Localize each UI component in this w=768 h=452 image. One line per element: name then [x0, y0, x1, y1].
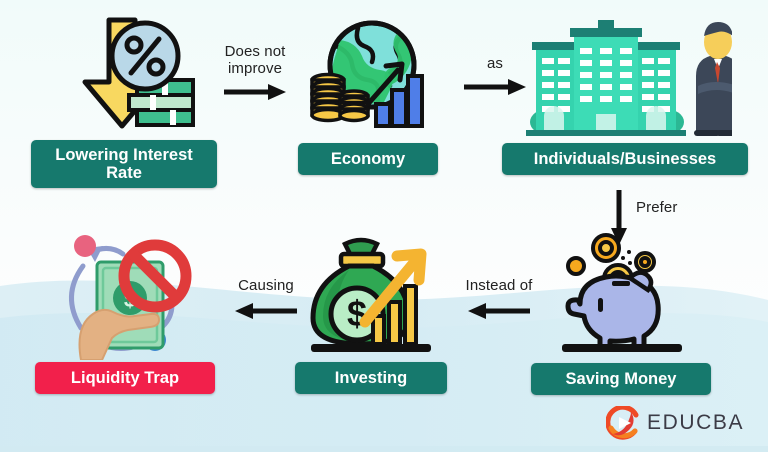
node-liquidity-trap[interactable]: $ Liquidity Trap [32, 228, 218, 394]
svg-text:$: $ [347, 293, 367, 334]
node-label: Investing [295, 362, 447, 394]
money-bag-growth-chart-icon: $ [301, 230, 441, 360]
arrow-left-icon [468, 302, 530, 319]
connector-lowering-to-economy: Does not improve [200, 43, 310, 102]
node-individuals-businesses[interactable]: Individuals/Businesses [500, 14, 750, 175]
node-label: Lowering Interest Rate [31, 140, 217, 188]
connector-saving-to-investing: Instead of [443, 277, 555, 321]
node-label: Liquidity Trap [35, 362, 215, 394]
node-investing[interactable]: $ Investing [292, 230, 450, 394]
piggy-bank-coins-icon [546, 232, 696, 360]
connector-label: Causing [238, 277, 294, 294]
arrow-right-icon [464, 78, 526, 95]
connector-individuals-to-saving: Prefer [608, 188, 677, 246]
down-arrow-percent-coins-icon [49, 14, 199, 136]
node-label: Saving Money [531, 363, 711, 395]
arrow-left-icon [235, 302, 297, 319]
node-lowering-interest-rate[interactable]: Lowering Interest Rate [28, 14, 220, 188]
connector-label: Does not improve [224, 43, 286, 77]
node-economy[interactable]: Economy [295, 18, 441, 175]
connector-label: Prefer [636, 198, 678, 216]
connector-label: as [486, 55, 504, 72]
educba-brand-text: EDUCBA [647, 411, 745, 434]
node-saving-money[interactable]: Saving Money [528, 232, 714, 395]
connector-label: Instead of [465, 277, 533, 294]
hand-cash-blocked-icon: $ [45, 228, 205, 360]
arrow-down-icon [611, 190, 627, 245]
arrow-right-icon [224, 83, 286, 100]
connector-investing-to-liquidity-trap: Causing [212, 277, 320, 321]
educba-brand[interactable]: EDUCBA [606, 406, 744, 440]
node-label: Economy [298, 143, 438, 175]
office-building-businessman-icon [518, 14, 732, 140]
node-label: Individuals/Businesses [502, 143, 748, 175]
educba-play-circle-logo [606, 406, 639, 440]
connector-economy-to-individuals: as [440, 55, 550, 97]
globe-coins-growth-chart-icon [306, 18, 430, 138]
